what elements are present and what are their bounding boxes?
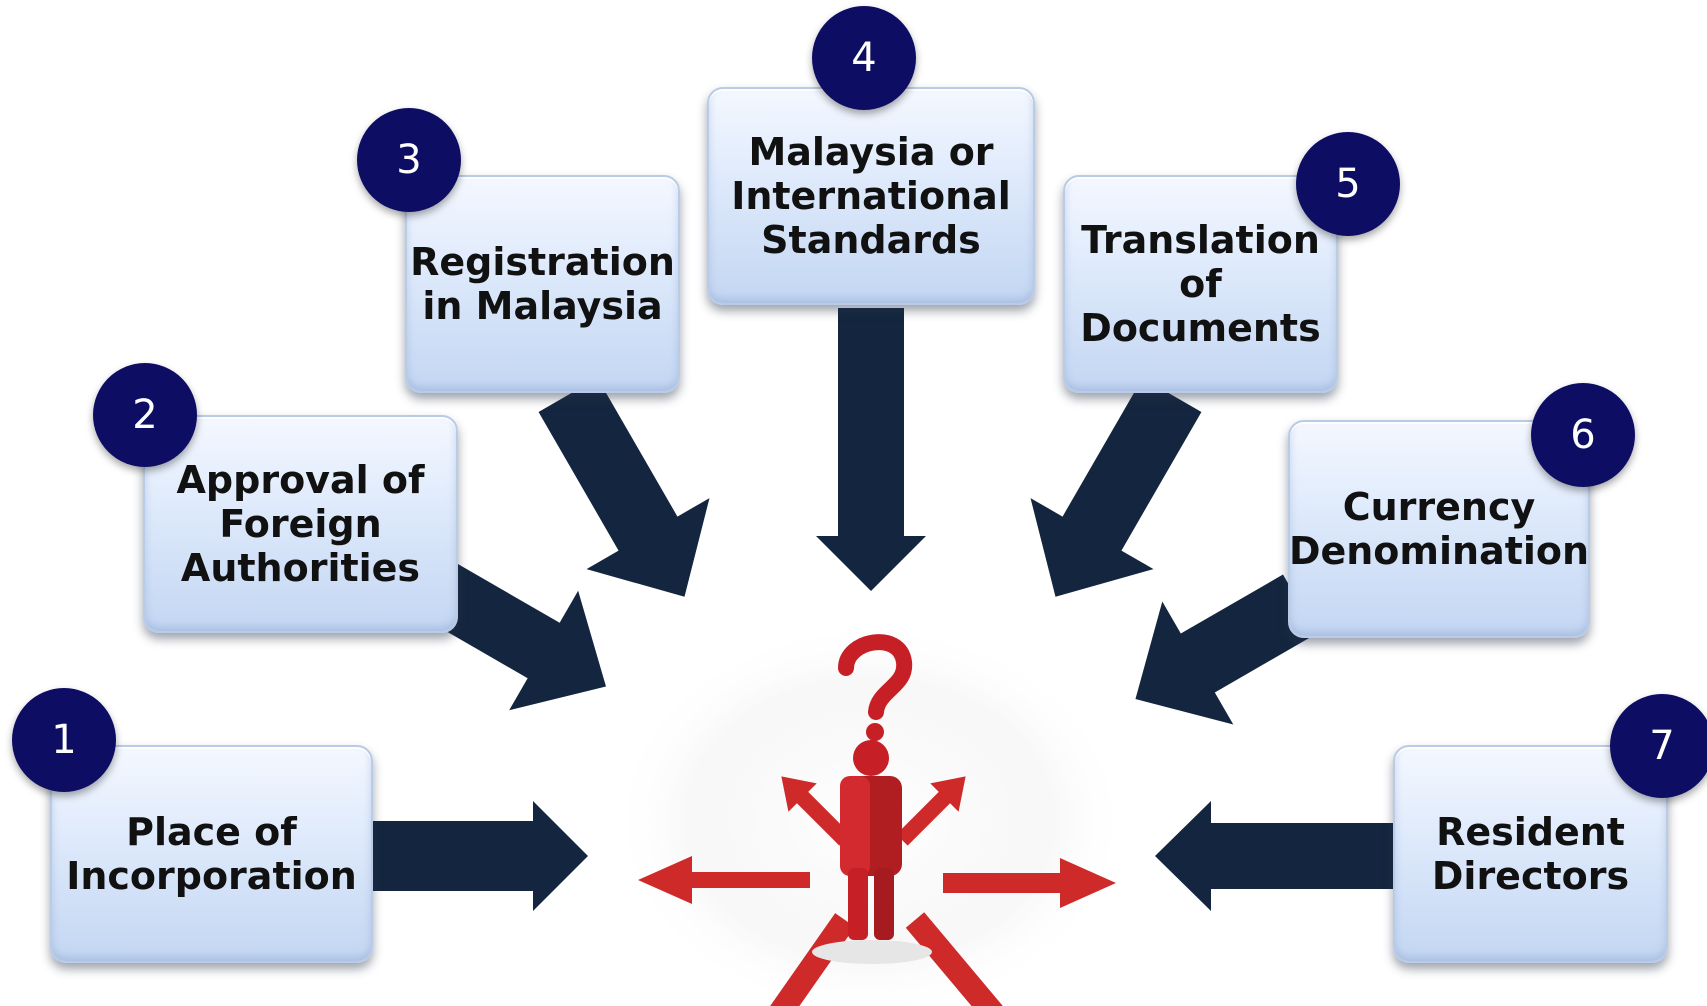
arrow-6 bbox=[1135, 574, 1318, 725]
number-badge-5: 5 bbox=[1296, 132, 1400, 236]
arrow-1 bbox=[373, 801, 588, 911]
red-arrow-down-left bbox=[760, 913, 855, 1006]
red-arrow-left bbox=[638, 856, 810, 904]
factor-label: Registration in Malaysia bbox=[410, 240, 675, 328]
factor-label: Malaysia or International Standards bbox=[731, 130, 1011, 262]
factor-box-2: Approval of Foreign Authorities bbox=[143, 415, 458, 633]
factor-label: Resident Directors bbox=[1431, 810, 1630, 898]
factor-box-4: Malaysia or International Standards bbox=[707, 87, 1035, 305]
factor-box-3: Registration in Malaysia bbox=[405, 175, 680, 393]
number-badge-1: 1 bbox=[12, 688, 116, 792]
number-badge-3: 3 bbox=[357, 108, 461, 212]
number-badge-4: 4 bbox=[812, 6, 916, 110]
factor-label: Translation of Documents bbox=[1080, 218, 1321, 350]
number-badge-2: 2 bbox=[93, 363, 197, 467]
arrow-7 bbox=[1155, 801, 1393, 911]
number-badge-7: 7 bbox=[1610, 694, 1707, 798]
factor-label: Place of Incorporation bbox=[66, 810, 357, 898]
red-arrow-up-right bbox=[896, 776, 966, 846]
number-badge-6: 6 bbox=[1531, 383, 1635, 487]
factor-box-7: Resident Directors bbox=[1393, 745, 1668, 963]
arrow-4 bbox=[816, 308, 926, 591]
red-arrow-up-left bbox=[781, 776, 851, 846]
factor-box-1: Place of Incorporation bbox=[50, 745, 373, 963]
person-with-question-mark-icon bbox=[812, 634, 932, 964]
red-arrow-right bbox=[943, 858, 1116, 908]
factor-box-5: Translation of Documents bbox=[1063, 175, 1338, 393]
arrow-3 bbox=[538, 378, 710, 597]
factor-label: Approval of Foreign Authorities bbox=[176, 458, 425, 590]
radiating-arrows bbox=[638, 776, 1116, 1006]
red-arrow-down-right bbox=[905, 912, 1008, 1006]
factor-label: Currency Denomination bbox=[1288, 485, 1590, 573]
factor-box-6: Currency Denomination bbox=[1288, 420, 1590, 638]
arrow-5 bbox=[1030, 378, 1202, 597]
arrow-2 bbox=[409, 554, 606, 711]
